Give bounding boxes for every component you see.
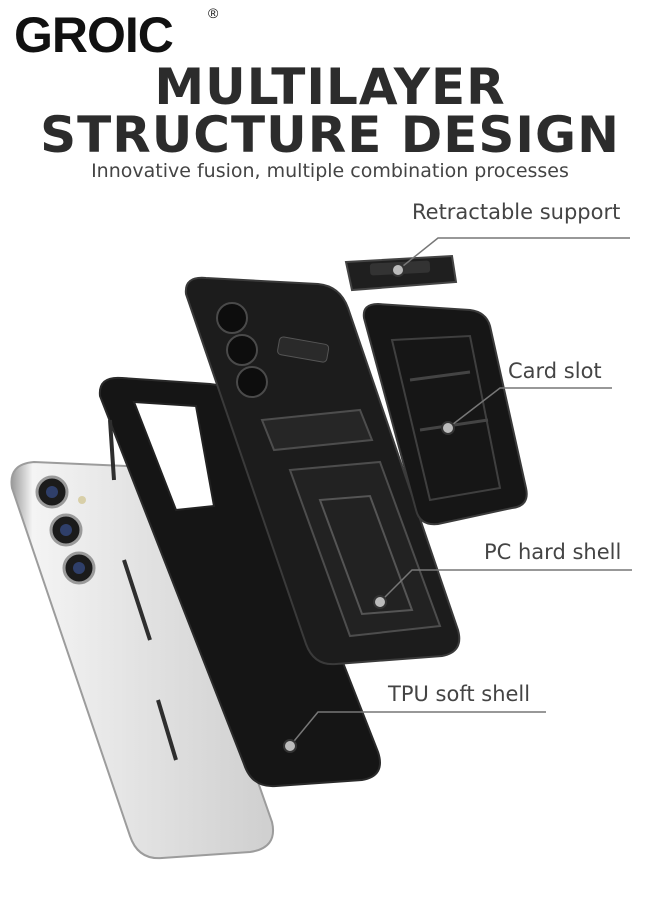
camera-lens-icon [62, 551, 96, 585]
callout-dot [391, 263, 405, 277]
camera-lens-icon [35, 475, 69, 509]
subtitle: Innovative fusion, multiple combination … [91, 160, 569, 182]
callout-line-card-slot [447, 387, 612, 429]
headline-line-2: STRUCTURE DESIGN [40, 106, 620, 164]
callout-line-pc [379, 569, 632, 603]
callout-dot [283, 739, 297, 753]
callout-dot [373, 595, 387, 609]
callout-dot [441, 421, 455, 435]
label-tpu-soft-shell: TPU soft shell [388, 682, 531, 706]
label-pc-hard-shell: PC hard shell [484, 540, 622, 564]
label-retractable-support: Retractable support [412, 200, 621, 224]
camera-lens-icon [49, 513, 83, 547]
headline-line-1: MULTILAYER [154, 58, 506, 116]
brand-logo: GROIC ® [14, 6, 218, 63]
callout-line-retractable [397, 237, 630, 271]
label-card-slot: Card slot [508, 359, 602, 383]
registered-mark: ® [208, 5, 218, 21]
tpu-soft-shell [98, 376, 381, 788]
pc-hard-shell [184, 276, 461, 666]
callout-line-tpu [289, 711, 546, 747]
flash-icon [78, 496, 86, 504]
phone-back [10, 460, 274, 860]
logo-text: GROIC [14, 7, 174, 63]
